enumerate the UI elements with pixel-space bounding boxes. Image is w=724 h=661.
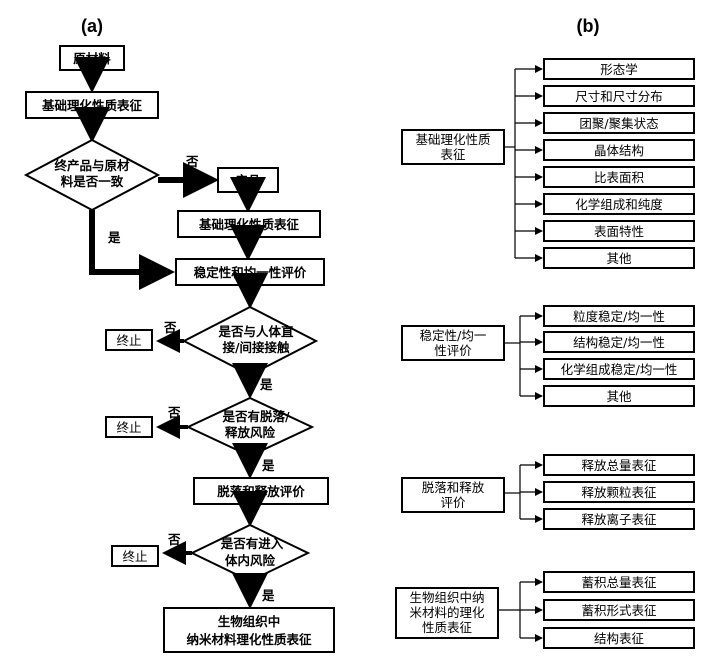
decision-contact-line1: 是否与人体直 bbox=[217, 324, 294, 339]
group3-item-box bbox=[543, 481, 695, 503]
group1-title-line2: 表征 bbox=[440, 147, 466, 162]
group3-title-box bbox=[401, 477, 505, 513]
group3-title-line2: 评价 bbox=[440, 495, 466, 510]
stop-label-1: 终止 bbox=[116, 333, 141, 348]
group1-item-box bbox=[543, 85, 695, 107]
group2-item: 化学组成稳定/均一性 bbox=[561, 362, 678, 377]
decision-consistent-line2: 料是否一致 bbox=[61, 174, 124, 189]
group1-item: 尺寸和尺寸分布 bbox=[575, 89, 663, 104]
group2-items: 粒度稳定/均一性 结构稳定/均一性 化学组成稳定/均一性 其他 bbox=[520, 305, 695, 407]
group4-title-line3: 性质表征 bbox=[422, 620, 473, 635]
decision-consistent-line1: 终产品与原材 bbox=[54, 158, 130, 173]
stop-box-3 bbox=[111, 545, 159, 567]
group4-item: 蓄积总量表征 bbox=[581, 575, 657, 590]
group2-item: 粒度稳定/均一性 bbox=[573, 309, 665, 324]
group3-item: 释放总量表征 bbox=[581, 458, 657, 473]
yes-label-4: 是 bbox=[261, 588, 275, 603]
product-label: 产品 bbox=[235, 173, 260, 188]
stop-box-1 bbox=[105, 329, 153, 351]
stop-label-2: 终止 bbox=[116, 420, 141, 435]
panel-a-label: (a) bbox=[81, 16, 103, 36]
group4-title-box bbox=[395, 587, 499, 639]
group1-item-box bbox=[543, 220, 695, 242]
group2-item: 其他 bbox=[606, 389, 632, 404]
group4-item: 结构表征 bbox=[594, 631, 645, 646]
group2-item-box bbox=[543, 385, 695, 407]
group4-items: 蓄积总量表征 蓄积形式表征 结构表征 bbox=[520, 571, 695, 649]
group3-title-line1: 脱落和释放 bbox=[422, 480, 485, 495]
group2-item-box bbox=[543, 358, 695, 380]
group3-item: 释放颗粒表征 bbox=[581, 485, 657, 500]
final-box bbox=[163, 607, 335, 653]
yes-label-3: 是 bbox=[261, 458, 275, 473]
group2-title-line2: 性评价 bbox=[434, 343, 472, 358]
group1-item: 形态学 bbox=[600, 62, 638, 77]
group1-item: 其他 bbox=[606, 251, 632, 266]
group2-item-box bbox=[543, 305, 695, 327]
no-label-4: 否 bbox=[167, 532, 181, 547]
group3-item-box bbox=[543, 508, 695, 530]
group2-title-line1: 稳定性/均一 bbox=[420, 328, 487, 343]
group1-item-box bbox=[543, 112, 695, 134]
release-eval-label: 脱落和释放评价 bbox=[217, 484, 305, 499]
no-label-2: 否 bbox=[163, 320, 177, 335]
final-line1: 生物组织中 bbox=[218, 614, 281, 629]
stability-eval-label: 稳定性和均一性评价 bbox=[194, 265, 307, 280]
group4-item-box bbox=[543, 571, 695, 593]
final-line2: 纳米材料理化性质表征 bbox=[186, 632, 312, 647]
group1-item-box bbox=[543, 58, 695, 80]
group4-title-line2: 米材料的理化 bbox=[409, 605, 485, 620]
group2-item: 结构稳定/均一性 bbox=[573, 335, 665, 350]
group1-items: 形态学 尺寸和尺寸分布 团聚/聚集状态 晶体结构 比表面积 化学组成和纯度 表面… bbox=[515, 58, 695, 269]
group1-item: 晶体结构 bbox=[594, 143, 644, 158]
group1-item: 化学组成和纯度 bbox=[575, 197, 663, 212]
decision-enter-line2: 体内风险 bbox=[225, 553, 276, 568]
group1-item-box bbox=[543, 166, 695, 188]
group4-item: 蓄积形式表征 bbox=[581, 603, 657, 618]
group4-item-box bbox=[543, 599, 695, 621]
panel-b-label: (b) bbox=[577, 16, 600, 36]
group4-title-line1: 生物组织中纳 bbox=[409, 590, 484, 605]
group1-item: 表面特性 bbox=[594, 224, 644, 239]
group1-item-box bbox=[543, 193, 695, 215]
group1-item: 比表面积 bbox=[594, 170, 644, 185]
yes-label-1: 是 bbox=[107, 230, 121, 245]
group3-item-box bbox=[543, 454, 695, 476]
no-label-1: 否 bbox=[185, 154, 199, 169]
group1-title-box bbox=[401, 129, 505, 165]
group3-item: 释放离子表征 bbox=[581, 512, 657, 527]
group3-items: 释放总量表征 释放颗粒表征 释放离子表征 bbox=[520, 454, 695, 530]
group1-item-box bbox=[543, 247, 695, 269]
group2-item-box bbox=[543, 331, 695, 353]
yes-label-2: 是 bbox=[259, 377, 273, 392]
group4-item-box bbox=[543, 627, 695, 649]
decision-contact-line2: 接/间接接触 bbox=[222, 340, 290, 355]
decision-release-line1: 是否有脱落/ bbox=[221, 409, 290, 424]
decision-enter-line1: 是否有进入 bbox=[220, 536, 284, 551]
stop-box-2 bbox=[105, 416, 153, 438]
group1-title-line1: 基础理化性质 bbox=[415, 132, 490, 147]
group2-title-box bbox=[401, 325, 505, 361]
raw-material-label: 原材料 bbox=[73, 51, 111, 66]
no-label-3: 否 bbox=[167, 405, 181, 420]
basic-char-label: 基础理化性质表征 bbox=[41, 98, 143, 113]
stop-label-3: 终止 bbox=[122, 549, 147, 564]
decision-release-line2: 释放风险 bbox=[225, 425, 276, 440]
group1-item: 团聚/聚集状态 bbox=[579, 116, 658, 131]
group1-item-box bbox=[543, 139, 695, 161]
basic-char-label-2: 基础理化性质表征 bbox=[198, 217, 300, 232]
